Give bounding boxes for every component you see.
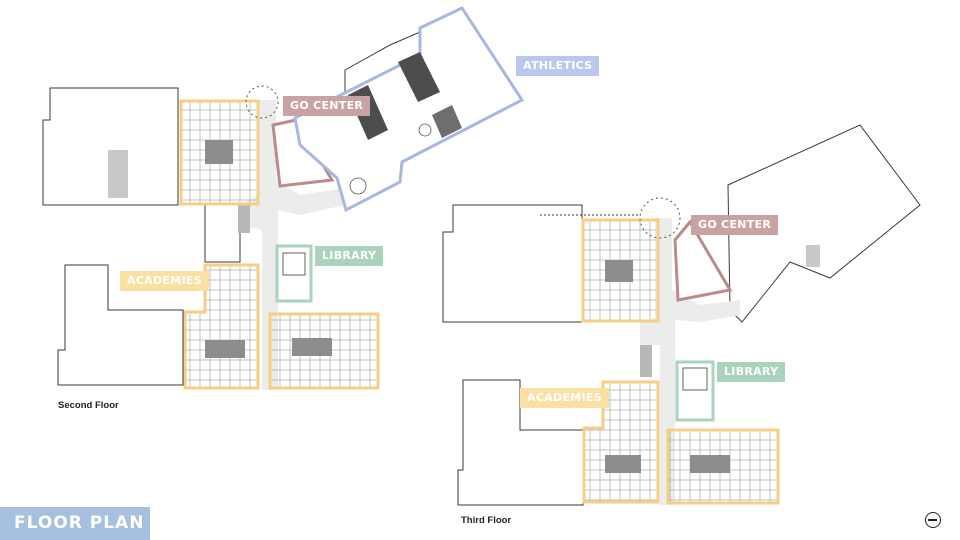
- library-label: LIBRARY: [717, 362, 786, 382]
- library-area: [675, 360, 715, 422]
- core-rooms: [605, 455, 641, 473]
- court-circle: [349, 177, 367, 195]
- stair: [238, 205, 250, 233]
- core-rooms: [292, 338, 332, 356]
- building-outline: [442, 204, 583, 323]
- corridor: [240, 100, 345, 390]
- library-label: LIBRARY: [315, 246, 384, 266]
- athletics-area: [293, 6, 525, 213]
- court-circle: [418, 123, 432, 137]
- core-rooms: [690, 455, 730, 473]
- athletics-label: ATHLETICS: [516, 56, 600, 76]
- storage-block: [108, 150, 128, 198]
- gym-court: [398, 52, 440, 102]
- corridor: [640, 218, 740, 505]
- go-center-label: GO CENTER: [691, 215, 779, 235]
- building-outline: [42, 87, 179, 206]
- building-outline: [204, 204, 241, 263]
- third-floor-caption: Third Floor: [461, 515, 512, 526]
- go-center-area: [673, 219, 733, 302]
- core-rooms: [205, 340, 245, 358]
- go-center-label: GO CENTER: [283, 96, 371, 116]
- go-center-area: [271, 118, 335, 188]
- building-outline: [57, 264, 184, 386]
- library-room: [282, 252, 306, 276]
- library-room: [682, 367, 708, 391]
- atrium-dome: [245, 85, 279, 119]
- second-floor-plan: [42, 6, 525, 390]
- stair: [640, 345, 652, 377]
- third-floor-plan: [442, 124, 921, 506]
- academies-label: ACADEMIES: [520, 388, 609, 408]
- library-area: [275, 244, 313, 303]
- academies-label: ACADEMIES: [120, 271, 209, 291]
- core-rooms: [605, 260, 633, 282]
- storage-block: [806, 245, 820, 267]
- gym-court: [432, 105, 462, 138]
- core-rooms: [205, 140, 233, 164]
- second-floor-caption: Second Floor: [58, 400, 119, 411]
- atrium-dome: [639, 197, 681, 239]
- title-banner: FLOOR PLAN: [0, 507, 150, 540]
- page-title: FLOOR PLAN: [14, 513, 145, 533]
- compass-icon: [925, 512, 941, 528]
